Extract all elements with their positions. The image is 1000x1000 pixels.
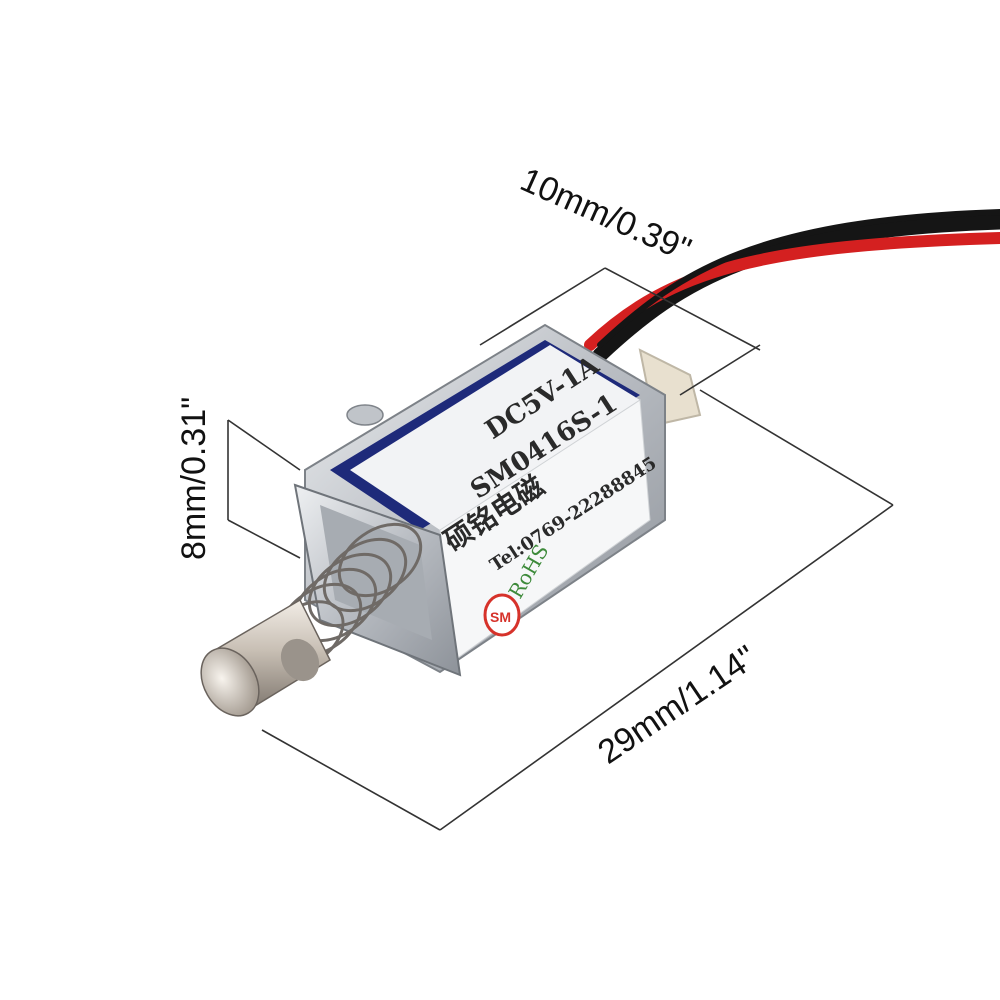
height-dimension-label: 8mm/0.31"	[175, 397, 213, 560]
svg-text:SM: SM	[490, 609, 511, 625]
plunger-pin	[200, 598, 331, 717]
width-dimension-label: 10mm/0.39"	[515, 161, 697, 270]
dimension-lines	[227, 267, 894, 831]
length-dimension-label: 29mm/1.14"	[591, 638, 763, 771]
lead-wires	[584, 209, 1000, 363]
sm-logo: SM	[483, 593, 521, 637]
red-wire	[584, 232, 1000, 351]
